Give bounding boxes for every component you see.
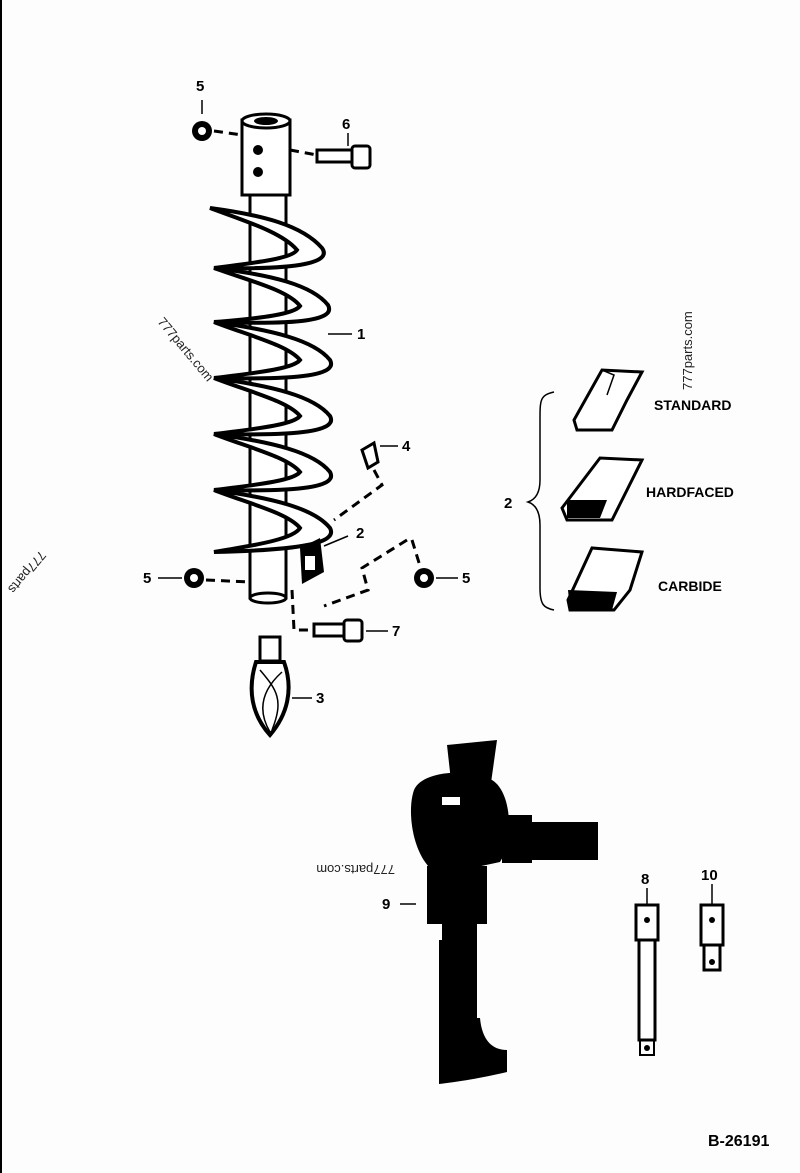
callout-8: 8 [641, 871, 649, 888]
extension-8 [634, 903, 660, 1056]
drive-unit-9 [410, 740, 598, 1084]
callout-5-top: 5 [196, 78, 204, 95]
auger-flighting [209, 206, 334, 554]
bolt-4 [360, 440, 380, 471]
nut-left [184, 568, 204, 588]
reference-number: B-26191 [708, 1133, 769, 1150]
tooth-2 [300, 538, 324, 584]
watermark: 777parts.com [680, 311, 695, 390]
callout-5-right: 5 [462, 570, 470, 587]
callout-4: 4 [402, 438, 411, 455]
nut-right [414, 568, 434, 588]
bolt-7 [312, 618, 364, 643]
watermark: 777parts.com [155, 314, 217, 384]
auger-assembly [209, 112, 334, 605]
callout-10: 10 [701, 867, 718, 884]
callout-6: 6 [342, 116, 350, 133]
tooth-standard [572, 368, 645, 432]
variant-hardfaced: HARDFACED [646, 484, 734, 500]
watermark: 777parts [5, 548, 49, 597]
callout-3: 3 [316, 690, 324, 707]
variant-carbide: CARBIDE [658, 578, 722, 594]
variant-standard: STANDARD [654, 397, 732, 413]
callout-7: 7 [392, 623, 400, 640]
tooth-hardfaced [560, 456, 645, 522]
extension-10 [699, 903, 725, 972]
callout-2-variants: 2 [504, 495, 512, 512]
pilot-bit-3 [249, 635, 291, 739]
callout-5-left: 5 [143, 570, 151, 587]
nut-top [192, 121, 212, 141]
watermark: 777parts.com [316, 862, 395, 877]
tooth-carbide [566, 546, 644, 612]
callout-2: 2 [356, 525, 364, 542]
callout-1: 1 [357, 326, 365, 343]
bolt-6 [315, 144, 372, 170]
callout-9: 9 [382, 896, 390, 913]
